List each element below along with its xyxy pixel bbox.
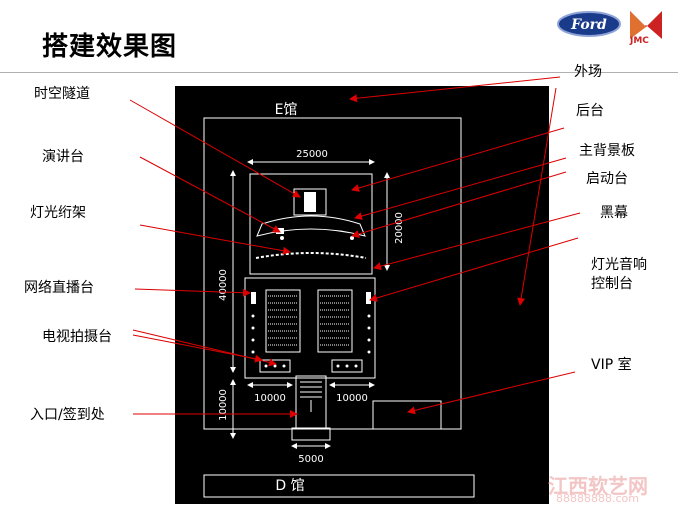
label-backstage: 后台 (576, 103, 604, 119)
label-launch: 启动台 (586, 171, 628, 187)
stage-width-dim: 25000 (296, 149, 328, 160)
jmc-logo-icon (630, 11, 662, 39)
d-hall-outline (203, 474, 475, 498)
side-right-dim: 10000 (336, 393, 368, 404)
label-outdoor: 外场 (574, 64, 602, 80)
hall-depth-dim: 40000 (218, 269, 229, 301)
label-podium: 演讲台 (42, 149, 84, 165)
ford-logo-icon: Ford (557, 11, 621, 37)
side-left-dim: 10000 (254, 393, 286, 404)
audience-right (317, 289, 353, 353)
svg-text:Ford: Ford (570, 17, 607, 33)
label-control-line2: 控制台 (591, 276, 633, 292)
tv-stand-right (331, 359, 363, 373)
label-vip: VIP 室 (591, 357, 632, 373)
entrance-depth-dim: 10000 (218, 389, 229, 421)
audience-left (265, 289, 301, 353)
d-hall-label: D 馆 (275, 478, 304, 494)
label-tv: 电视拍摄台 (42, 329, 112, 345)
title-divider (0, 72, 678, 73)
entrance-width-dim: 5000 (298, 454, 323, 465)
venue-floor (175, 86, 549, 504)
webcast-desk-right (366, 292, 371, 304)
label-truss: 灯光绗架 (30, 205, 86, 221)
webcast-desk-left (251, 292, 256, 304)
stage-depth-dim: 20000 (394, 212, 405, 244)
label-backdrop: 主背景板 (579, 143, 635, 159)
watermark-url: 88888888.com (556, 492, 639, 505)
jmc-logo-text: JMC (630, 36, 649, 46)
page-title: 搭建效果图 (42, 32, 178, 62)
label-webcast: 网络直播台 (24, 280, 94, 296)
entrance-gate (291, 427, 331, 441)
vip-room (372, 400, 442, 430)
stage-area (249, 173, 373, 275)
label-curtain: 黑幕 (600, 205, 628, 221)
hall-inner-frame (244, 277, 376, 379)
label-tunnel: 时空隧道 (34, 86, 90, 102)
e-hall-label: E馆 (275, 102, 298, 118)
truss-curve (255, 252, 367, 259)
e-hall-outline (203, 117, 462, 430)
label-control-line1: 灯光音响 (591, 257, 647, 273)
main-backdrop (293, 188, 327, 216)
watermark-text: 江西软艺网 (548, 474, 648, 498)
label-entrance: 入口/签到处 (30, 407, 105, 423)
